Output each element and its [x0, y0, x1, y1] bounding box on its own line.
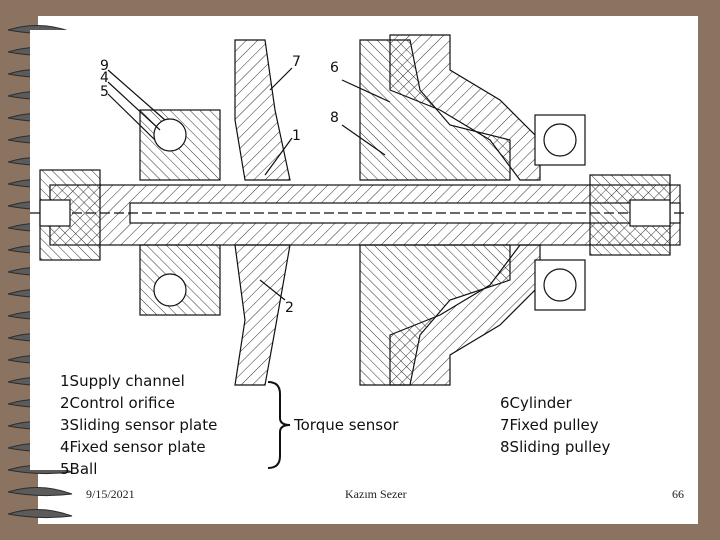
legend-item-1: 1Supply channel	[60, 372, 185, 390]
cylinder	[389, 34, 541, 181]
binding-ring	[7, 508, 73, 519]
legend-right: 6Cylinder 7Fixed pulley 8Sliding pulley	[500, 392, 610, 458]
callout-8: 8	[330, 110, 339, 126]
callout-7: 7	[292, 54, 301, 70]
footer-date: 9/15/2021	[86, 487, 135, 501]
legend-item-8: 8Sliding pulley	[500, 438, 611, 456]
legend-item-6: 6Cylinder	[500, 394, 572, 412]
legend-item-5: 5Ball	[60, 460, 98, 478]
ball-upper	[153, 118, 187, 152]
right-bearing-upper	[534, 114, 586, 166]
legend-item-7: 7Fixed pulley	[500, 416, 599, 434]
footer-author: Kazım Sezer	[345, 487, 407, 501]
callout-2: 2	[285, 300, 294, 316]
callout-1: 1	[292, 128, 301, 144]
torque-sensor-label: Torque sensor	[294, 416, 399, 434]
callout-6: 6	[330, 60, 339, 76]
callout-4: 4	[100, 70, 109, 86]
callout-5: 5	[100, 84, 109, 100]
legend-left: 1Supply channel 2Control orifice 3Slidin…	[60, 370, 217, 480]
legend-item-2: 2Control orifice	[60, 394, 175, 412]
fixed-pulley	[234, 39, 291, 181]
legend-item-4: 4Fixed sensor plate	[60, 438, 206, 456]
footer-page-number: 66	[672, 487, 684, 501]
torque-sensor-brace	[267, 381, 291, 469]
callout-9: 9	[100, 58, 109, 74]
binding-ring	[7, 486, 73, 497]
pulley-cross-section-diagram: 9 4 5 7 6 8 1 2	[30, 30, 688, 470]
ball-lower	[153, 273, 187, 307]
legend-item-3: 3Sliding sensor plate	[60, 416, 218, 434]
right-bearing-lower	[534, 259, 586, 311]
